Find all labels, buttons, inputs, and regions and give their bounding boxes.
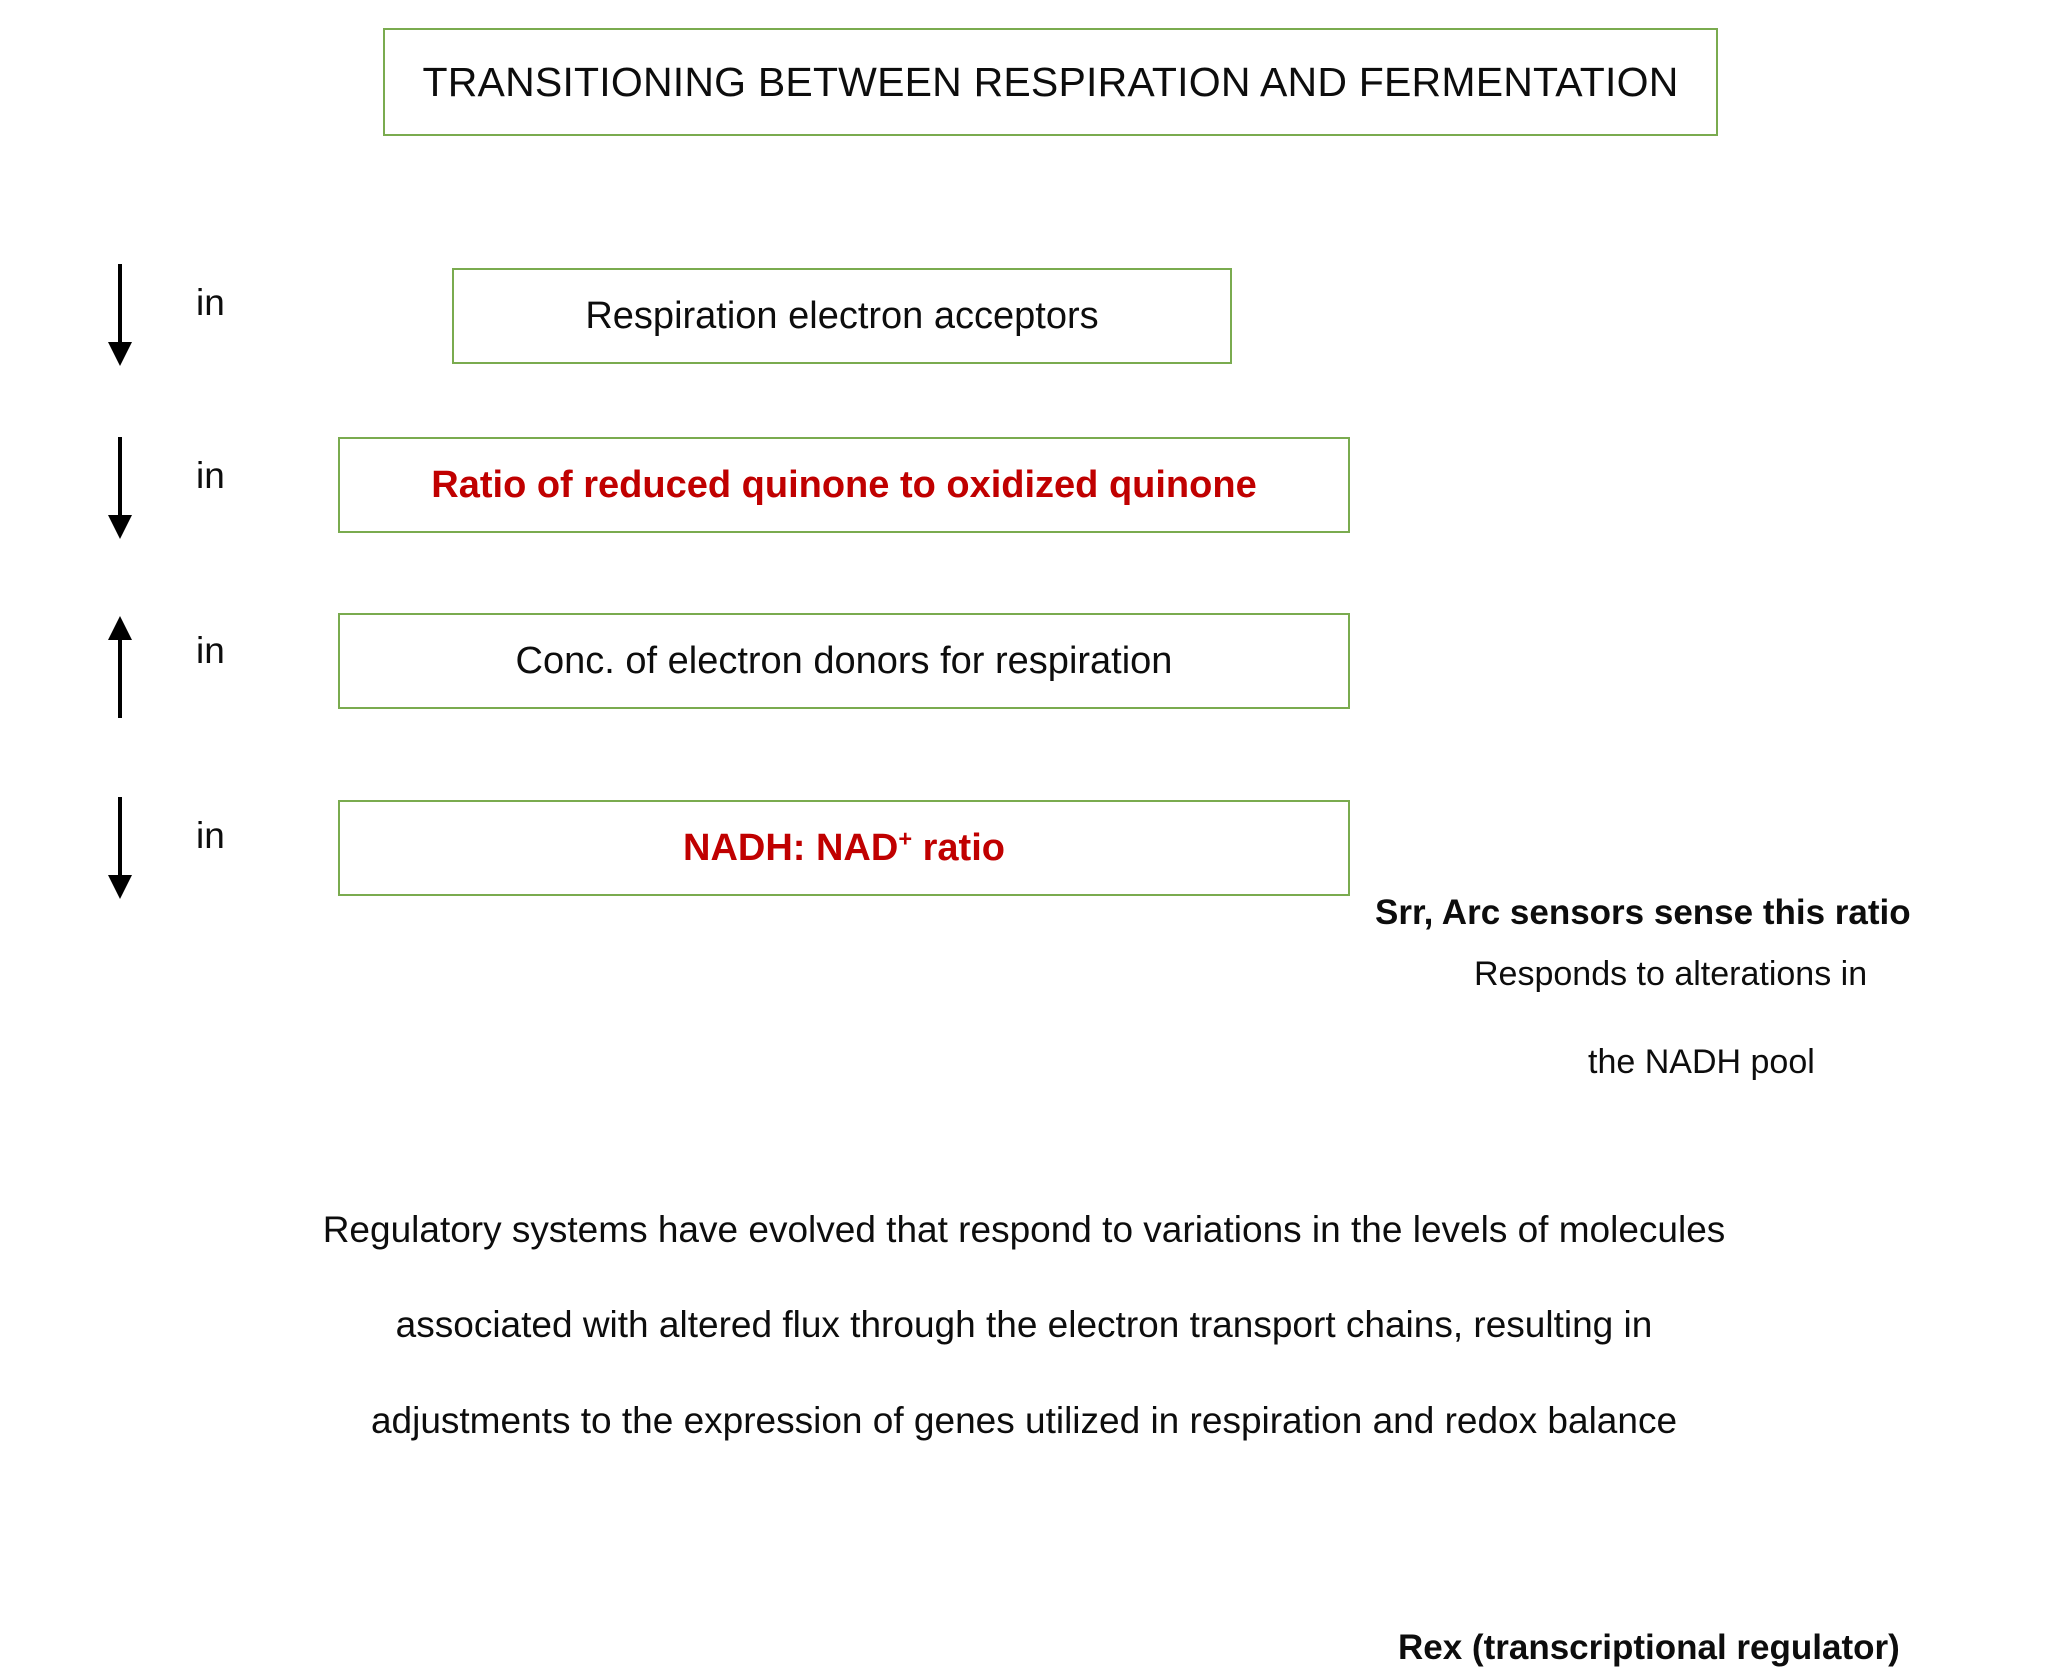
summary-paragraph-line-3: adjustments to the expression of genes u… bbox=[370, 1400, 1678, 1441]
nad-plus-superscript: + bbox=[898, 824, 913, 851]
nadh-ratio-main: NADH: NAD bbox=[683, 826, 899, 869]
down-arrow-icon bbox=[100, 262, 140, 372]
fact-box-label-4: NADH: NAD+ ratio bbox=[683, 824, 1005, 870]
nadh-ratio-tail: ratio bbox=[912, 826, 1005, 869]
fact-box-nadh-nad-ratio: NADH: NAD+ ratio bbox=[338, 800, 1350, 896]
fact-box-electron-donors: Conc. of electron donors for respiration bbox=[338, 613, 1350, 709]
side-note-responds-line-2: the NADH pool bbox=[1588, 1043, 1815, 1081]
summary-paragraph-line-2: associated with altered flux through the… bbox=[395, 1304, 1653, 1345]
page-title: TRANSITIONING BETWEEN RESPIRATION AND FE… bbox=[422, 58, 1679, 105]
annotation-srr-arc-sensors: Srr, Arc sensors sense this ratio bbox=[1375, 893, 1911, 932]
fact-box-label-1: Respiration electron acceptors bbox=[585, 294, 1099, 337]
fact-box-label-2: Ratio of reduced quinone to oxidized qui… bbox=[431, 463, 1257, 506]
up-arrow-icon bbox=[100, 610, 140, 720]
side-note-responds-line-1: Responds to alterations in bbox=[1474, 955, 1868, 993]
annotation-rex-regulator: Rex (transcriptional regulator) bbox=[1398, 1628, 1900, 1667]
slide-title-box: TRANSITIONING BETWEEN RESPIRATION AND FE… bbox=[383, 28, 1718, 136]
fact-box-quinone-ratio: Ratio of reduced quinone to oxidized qui… bbox=[338, 437, 1350, 533]
connector-label-4: in bbox=[196, 815, 225, 856]
connector-label-1: in bbox=[196, 282, 225, 323]
summary-paragraph-line-1: Regulatory systems have evolved that res… bbox=[322, 1209, 1726, 1250]
fact-box-respiration-electron-acceptors: Respiration electron acceptors bbox=[452, 268, 1232, 364]
fact-box-label-3: Conc. of electron donors for respiration bbox=[515, 639, 1173, 682]
connector-label-2: in bbox=[196, 455, 225, 496]
down-arrow-icon bbox=[100, 795, 140, 905]
connector-label-3: in bbox=[196, 630, 225, 671]
down-arrow-icon bbox=[100, 435, 140, 545]
